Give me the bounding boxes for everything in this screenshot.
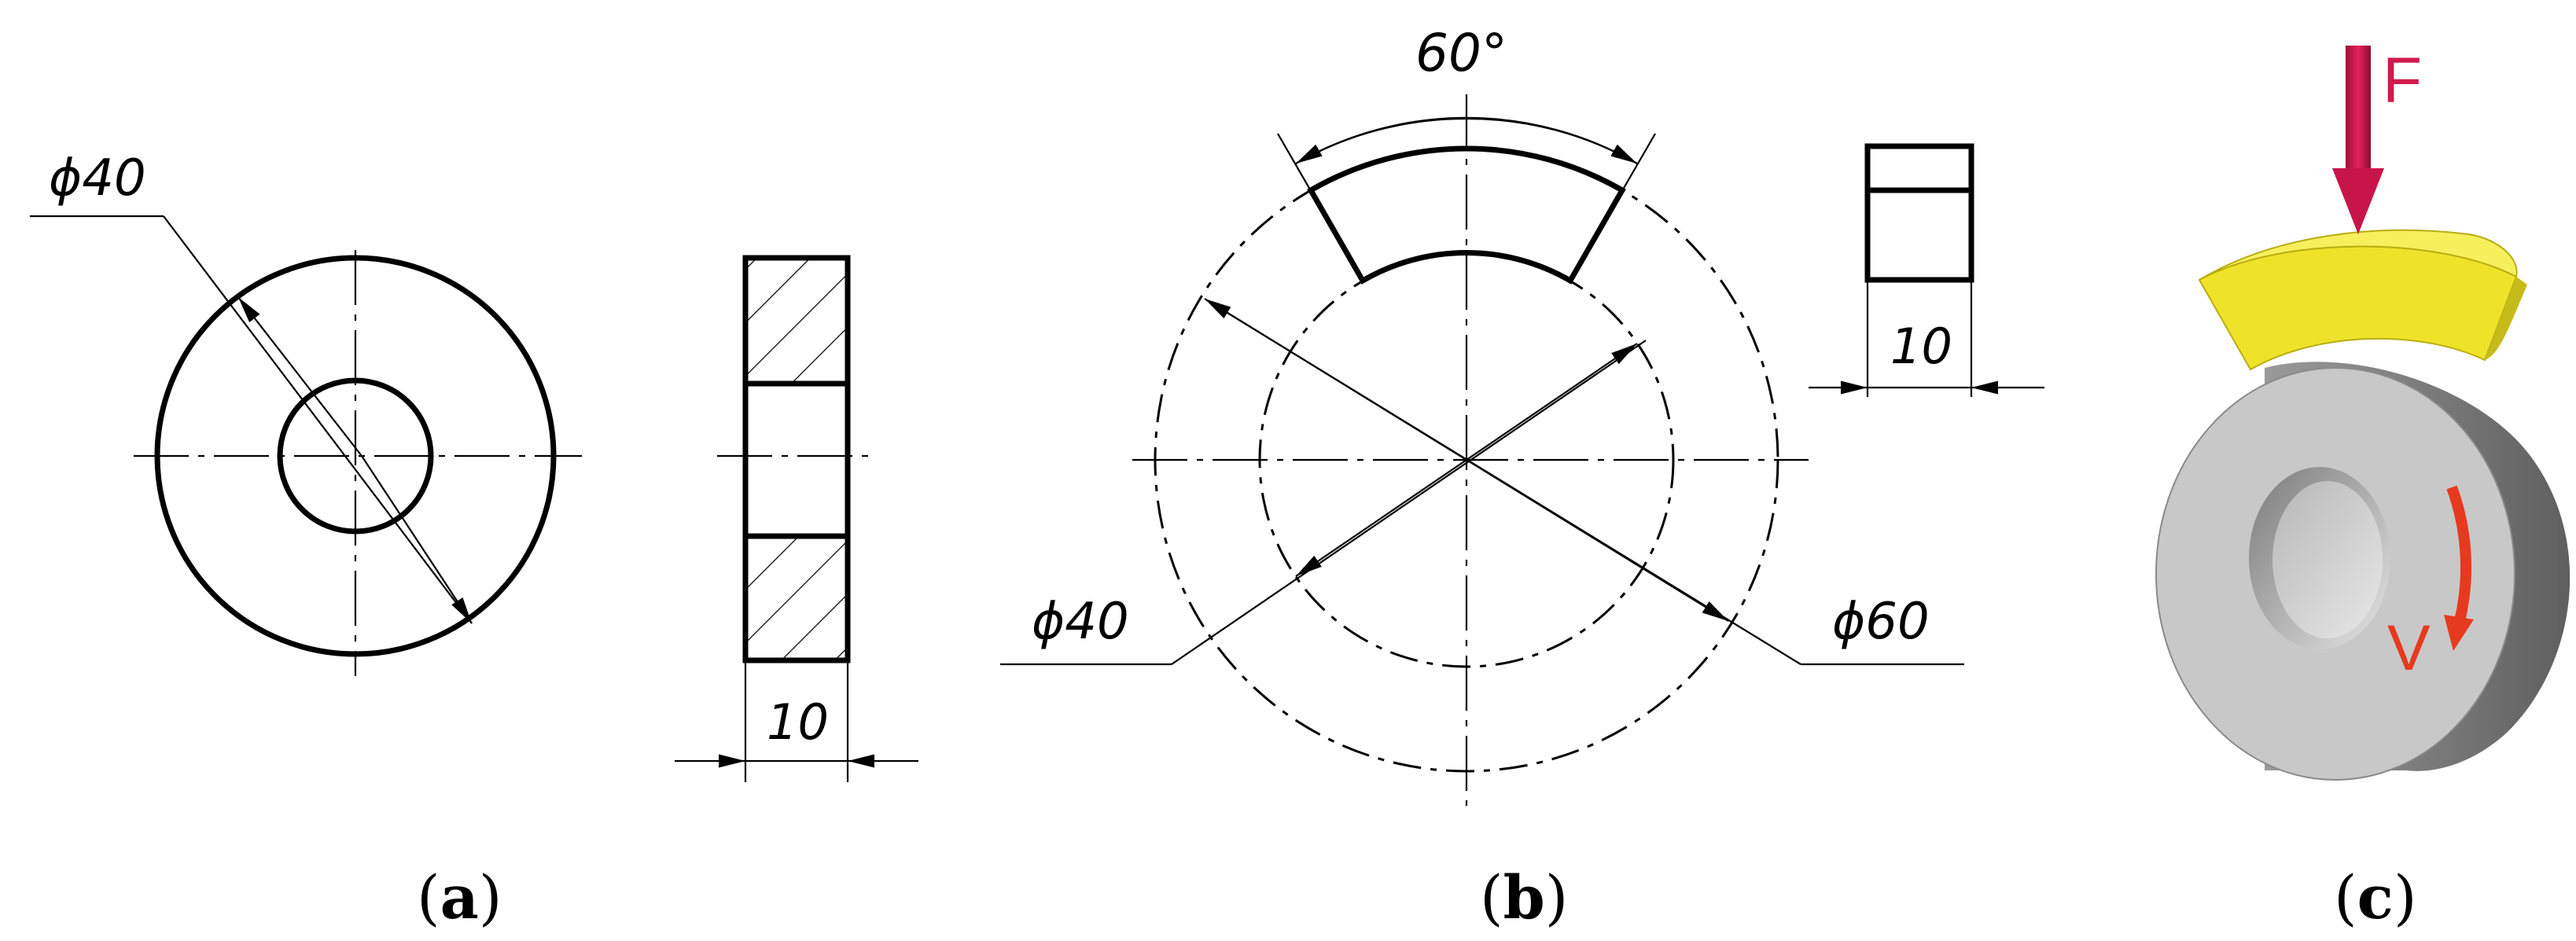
inner-diameter-label: ϕ40 [1032, 593, 1129, 651]
pad-3d [2198, 229, 2527, 371]
caption-b: (b) [1480, 862, 1568, 932]
pad-side-view: 10 [1809, 143, 2044, 397]
disk-bore-highlight [2272, 481, 2383, 638]
panel-c: F V (c) [2155, 45, 2570, 932]
outer-diameter-arrow-upper [1204, 298, 1467, 461]
pad-3d-top [2199, 229, 2518, 281]
velocity-arrow-shaft [2446, 485, 2472, 623]
diameter-arrow-lower [361, 455, 473, 624]
angle-arrow-right [1466, 117, 1638, 164]
caption-c: (c) [2334, 862, 2417, 932]
velocity-label: V [2387, 612, 2431, 684]
pad-side-outline [1864, 143, 1974, 283]
ring-section-view: 10 [675, 255, 918, 782]
width-label: 10 [767, 693, 829, 751]
diameter-label: ϕ40 [49, 149, 146, 208]
force-arrow-head [2332, 168, 2384, 234]
panel-a: ϕ40 10 (a) [30, 149, 918, 932]
force-label: F [2383, 45, 2422, 116]
velocity-arrow: V [2387, 485, 2474, 684]
angle-extension-left [1277, 133, 1363, 281]
ring-front-view: ϕ40 [30, 149, 582, 676]
angle-arrow-left [1295, 117, 1467, 164]
angle-label: 60° [1415, 23, 1507, 83]
pad-3d-side [2485, 277, 2527, 360]
inner-diameter-arrow-upper [1466, 343, 1638, 461]
outer-diameter-label: ϕ60 [1832, 593, 1930, 651]
inner-diameter-leader [1171, 340, 1647, 665]
disk-3d [2155, 362, 2570, 781]
inner-diameter-arrow-lower [1295, 459, 1467, 577]
hatched-section-bottom [745, 536, 848, 660]
force-arrow-shaft [2346, 46, 2371, 171]
disk-bore [2249, 467, 2390, 649]
panel-b: 60° ϕ40 ϕ60 10 (b) [1000, 23, 2044, 932]
angle-extension-right [1570, 133, 1656, 281]
hatched-section-top [745, 258, 848, 384]
caption-a: (a) [417, 862, 502, 932]
pad-segment [1307, 145, 1626, 285]
outer-diameter-arrow-lower [1466, 459, 1729, 622]
velocity-arrow-head [2444, 615, 2474, 651]
inner-circle [277, 377, 434, 535]
outer-circle [154, 255, 557, 657]
pad-3d-front [2198, 245, 2518, 371]
force-arrow: F [2332, 45, 2422, 234]
pad-front-view: 60° ϕ40 ϕ60 [1000, 23, 1964, 806]
diameter-arrow-upper [237, 296, 362, 457]
diameter-leader-line [163, 215, 473, 624]
width-label: 10 [1890, 318, 1952, 375]
section-outline [742, 255, 851, 663]
